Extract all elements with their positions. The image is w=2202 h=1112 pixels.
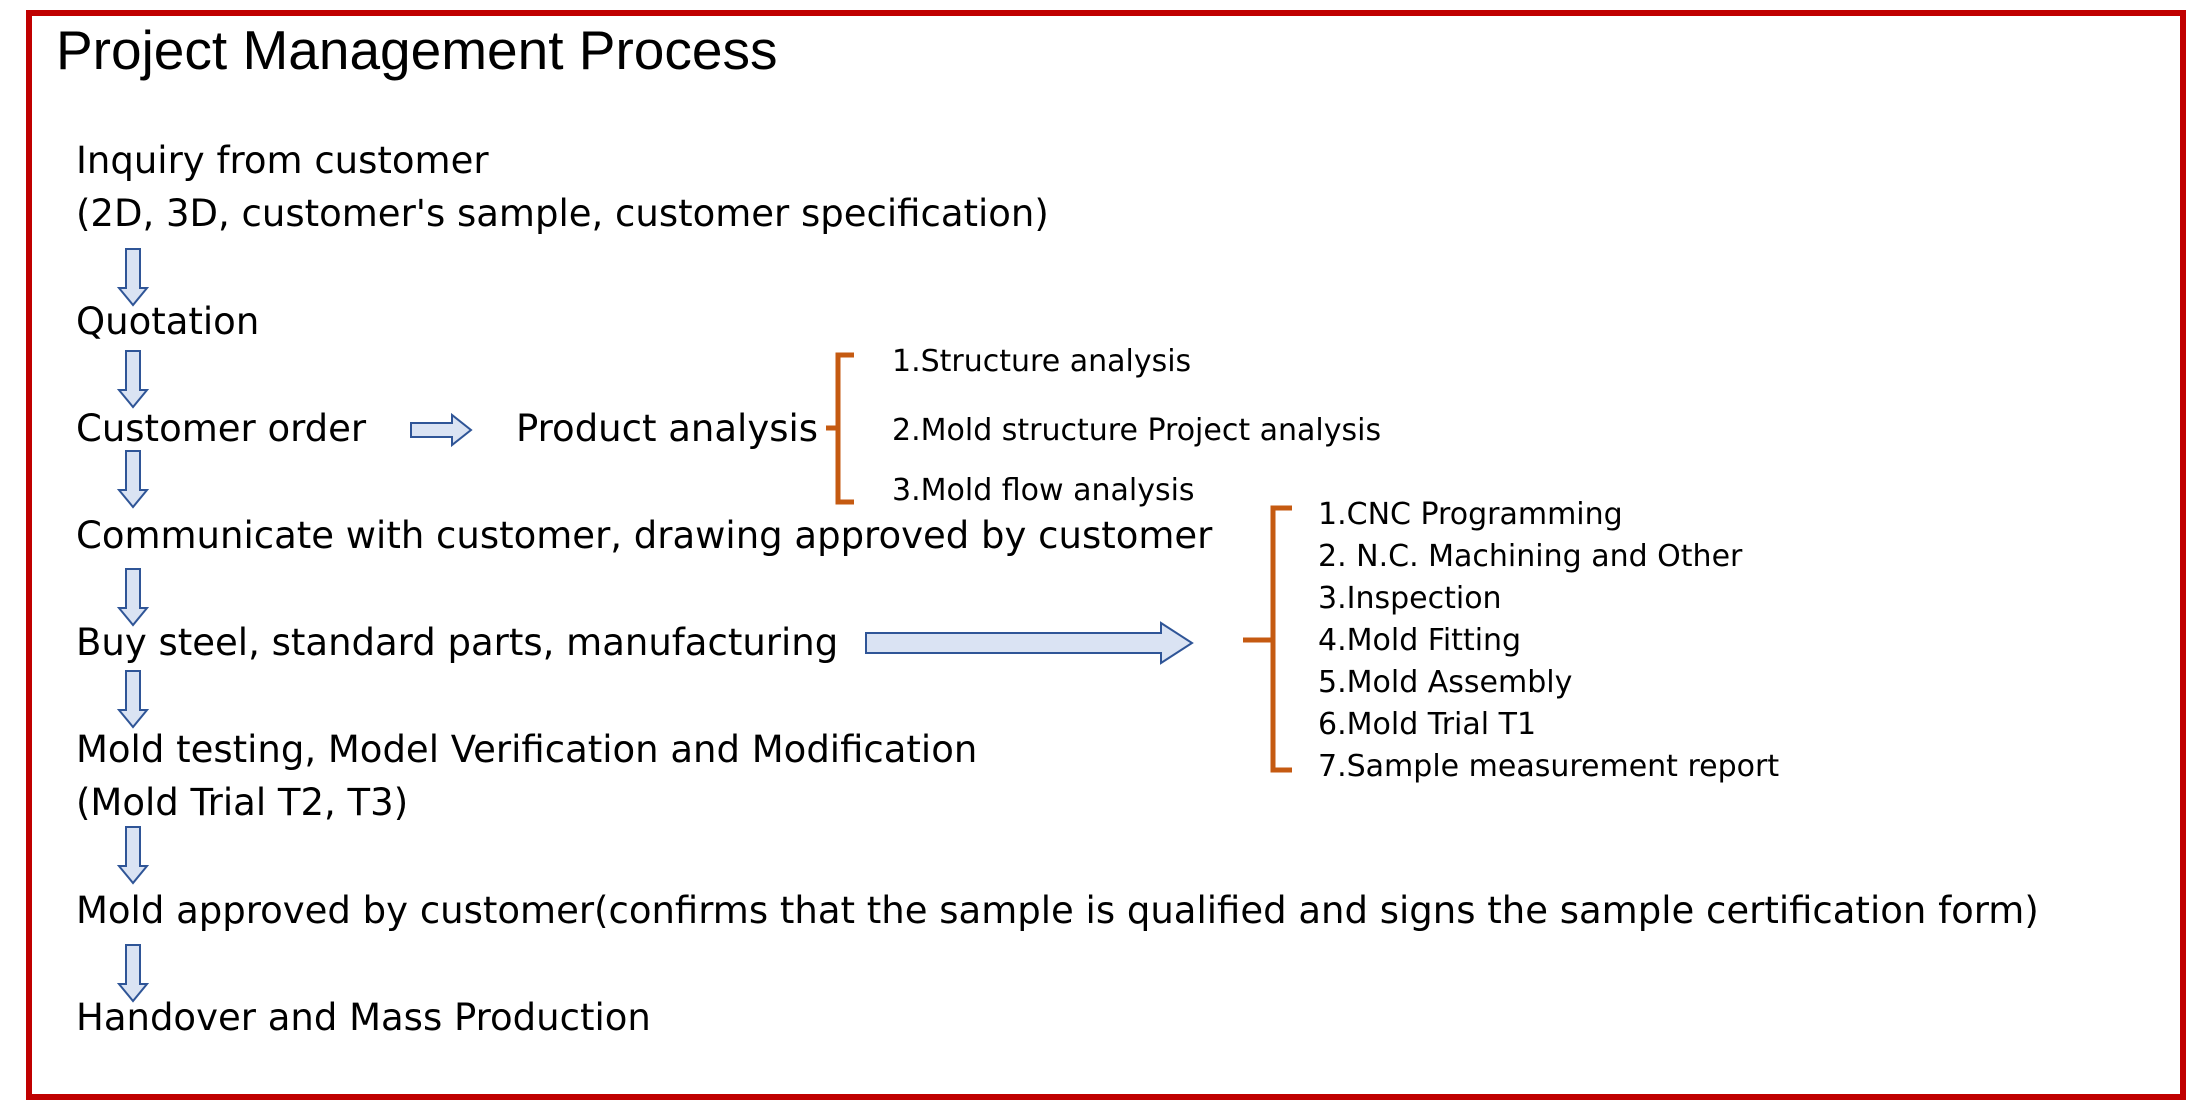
manufacturing-item: 3.Inspection (1318, 581, 1502, 616)
step-quotation: Quotation (76, 300, 260, 343)
step-buy-steel: Buy steel, standard parts, manufacturing (76, 621, 839, 664)
step-inquiry-detail: (2D, 3D, customer's sample, customer spe… (76, 192, 1049, 235)
step-mold-testing: Mold testing, Model Verification and Mod… (76, 728, 978, 771)
down-arrow-icon (116, 568, 150, 627)
product-analysis-label: Product analysis (516, 407, 819, 450)
down-arrow-icon (116, 450, 150, 509)
right-arrow-icon (865, 621, 1194, 665)
step-customer-order: Customer order (76, 407, 367, 450)
manufacturing-item: 4.Mold Fitting (1318, 623, 1522, 658)
product-analysis-item: 2.Mold structure Project analysis (892, 413, 1382, 448)
manufacturing-item: 6.Mold Trial T1 (1318, 707, 1537, 742)
diagram-frame (26, 10, 2186, 1100)
right-arrow-icon (410, 412, 473, 448)
down-arrow-icon (116, 248, 150, 307)
manufacturing-item: 7.Sample measurement report (1318, 749, 1780, 784)
down-arrow-icon (116, 826, 150, 885)
manufacturing-item: 2. N.C. Machining and Other (1318, 539, 1743, 574)
product-analysis-item: 3.Mold flow analysis (892, 473, 1195, 508)
step-handover: Handover and Mass Production (76, 996, 651, 1039)
manufacturing-item: 1.CNC Programming (1318, 497, 1623, 532)
step-inquiry: Inquiry from customer (76, 139, 489, 182)
down-arrow-icon (116, 670, 150, 729)
step-mold-approved: Mold approved by customer(confirms that … (76, 889, 2039, 932)
bracket-icon (1243, 505, 1292, 773)
down-arrow-icon (116, 944, 150, 1003)
page-title: Project Management Process (56, 19, 778, 81)
step-communicate: Communicate with customer, drawing appro… (76, 514, 1213, 557)
bracket-icon (826, 352, 854, 505)
down-arrow-icon (116, 350, 150, 409)
step-mold-testing-detail: (Mold Trial T2, T3) (76, 781, 409, 824)
manufacturing-item: 5.Mold Assembly (1318, 665, 1573, 700)
product-analysis-item: 1.Structure analysis (892, 344, 1192, 379)
